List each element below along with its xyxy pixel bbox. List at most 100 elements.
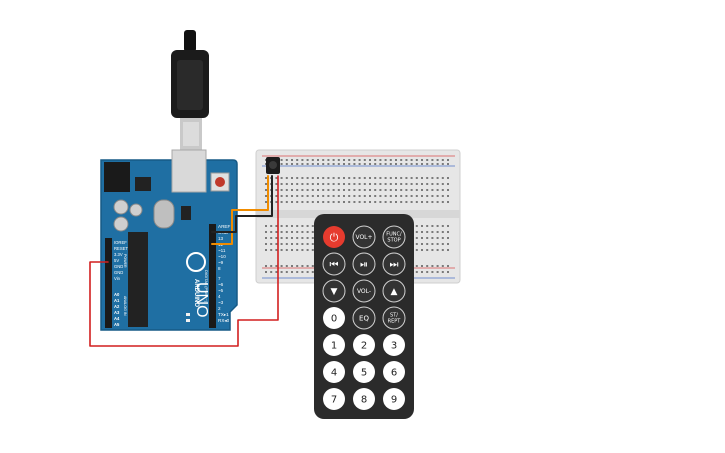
breadboard-hole[interactable]	[317, 201, 319, 203]
breadboard-hole[interactable]	[379, 183, 382, 185]
breadboard-hole[interactable]	[332, 195, 335, 197]
breadboard-hole[interactable]	[395, 163, 397, 165]
breadboard-hole[interactable]	[296, 159, 299, 161]
breadboard-hole[interactable]	[306, 159, 309, 161]
remote-button-st-rept[interactable]: ST/REPT	[382, 306, 406, 330]
remote-button-three-shape[interactable]	[383, 334, 405, 356]
breadboard-hole[interactable]	[379, 163, 382, 165]
remote-button-five[interactable]: 5	[353, 361, 375, 383]
breadboard-hole[interactable]	[426, 271, 429, 273]
breadboard-hole[interactable]	[280, 177, 283, 179]
breadboard-hole[interactable]	[384, 159, 387, 161]
breadboard-hole[interactable]	[327, 189, 330, 191]
breadboard-hole[interactable]	[426, 163, 429, 165]
breadboard-hole[interactable]	[280, 249, 283, 251]
remote-button-eight[interactable]: 8	[353, 388, 375, 410]
breadboard-hole[interactable]	[363, 201, 366, 203]
breadboard-hole[interactable]	[363, 163, 366, 165]
breadboard-hole[interactable]	[374, 177, 377, 179]
breadboard-hole[interactable]	[327, 201, 330, 203]
breadboard-hole[interactable]	[405, 201, 408, 203]
breadboard-hole[interactable]	[270, 231, 273, 233]
breadboard-hole[interactable]	[400, 189, 403, 191]
breadboard-hole[interactable]	[415, 195, 418, 197]
breadboard-hole[interactable]	[265, 237, 267, 239]
breadboard-hole[interactable]	[436, 237, 439, 239]
breadboard-hole[interactable]	[421, 271, 423, 273]
breadboard-hole[interactable]	[280, 189, 283, 191]
breadboard-hole[interactable]	[306, 183, 309, 185]
remote-button-power-shape[interactable]	[323, 226, 345, 248]
breadboard-hole[interactable]	[405, 159, 408, 161]
breadboard-hole[interactable]	[285, 225, 288, 227]
remote-button-down-shape[interactable]	[322, 279, 346, 303]
breadboard-hole[interactable]	[337, 201, 340, 203]
breadboard-hole[interactable]	[436, 163, 439, 165]
breadboard-hole[interactable]	[291, 177, 293, 179]
breadboard-hole[interactable]	[275, 177, 278, 179]
breadboard-hole[interactable]	[353, 189, 356, 191]
breadboard-hole[interactable]	[436, 271, 439, 273]
breadboard-hole[interactable]	[311, 271, 314, 273]
breadboard-hole[interactable]	[348, 177, 351, 179]
breadboard-hole[interactable]	[384, 163, 387, 165]
breadboard-hole[interactable]	[441, 195, 444, 197]
breadboard-hole[interactable]	[311, 231, 314, 233]
breadboard-hole[interactable]	[421, 265, 423, 267]
breadboard-hole[interactable]	[301, 225, 304, 227]
breadboard-hole[interactable]	[311, 237, 314, 239]
breadboard-hole[interactable]	[431, 237, 434, 239]
breadboard-hole[interactable]	[379, 189, 382, 191]
breadboard-hole[interactable]	[395, 183, 397, 185]
breadboard-hole[interactable]	[415, 249, 418, 251]
breadboard-hole[interactable]	[384, 183, 387, 185]
breadboard-hole[interactable]	[389, 201, 392, 203]
breadboard-hole[interactable]	[275, 189, 278, 191]
breadboard-hole[interactable]	[306, 201, 309, 203]
breadboard-hole[interactable]	[296, 195, 299, 197]
remote-button-play-pause-shape[interactable]	[352, 252, 376, 276]
breadboard-hole[interactable]	[415, 225, 418, 227]
breadboard-hole[interactable]	[311, 201, 314, 203]
breadboard-hole[interactable]	[265, 249, 267, 251]
breadboard-hole[interactable]	[405, 163, 408, 165]
remote-button-up-shape[interactable]	[382, 279, 406, 303]
breadboard-hole[interactable]	[431, 265, 434, 267]
breadboard-hole[interactable]	[415, 177, 418, 179]
breadboard-hole[interactable]	[421, 189, 423, 191]
remote-button-up[interactable]: ▲	[382, 279, 406, 303]
breadboard-hole[interactable]	[426, 237, 429, 239]
breadboard-hole[interactable]	[291, 265, 293, 267]
breadboard-hole[interactable]	[405, 195, 408, 197]
breadboard-hole[interactable]	[441, 249, 444, 251]
breadboard-hole[interactable]	[296, 163, 299, 165]
breadboard-hole[interactable]	[275, 183, 278, 185]
breadboard-hole[interactable]	[436, 231, 439, 233]
breadboard-hole[interactable]	[421, 201, 423, 203]
breadboard-hole[interactable]	[296, 237, 299, 239]
breadboard-hole[interactable]	[270, 225, 273, 227]
breadboard-hole[interactable]	[415, 189, 418, 191]
breadboard-hole[interactable]	[311, 189, 314, 191]
breadboard-hole[interactable]	[327, 195, 330, 197]
breadboard-hole[interactable]	[332, 177, 335, 179]
breadboard-hole[interactable]	[265, 231, 267, 233]
breadboard-hole[interactable]	[348, 163, 351, 165]
breadboard-hole[interactable]	[301, 237, 304, 239]
breadboard-hole[interactable]	[358, 163, 361, 165]
remote-button-one-shape[interactable]	[323, 334, 345, 356]
breadboard-hole[interactable]	[415, 183, 418, 185]
breadboard-hole[interactable]	[436, 195, 439, 197]
breadboard-hole[interactable]	[410, 177, 413, 179]
breadboard-hole[interactable]	[280, 201, 283, 203]
remote-button-two-shape[interactable]	[353, 334, 375, 356]
breadboard-hole[interactable]	[447, 195, 449, 197]
breadboard-hole[interactable]	[337, 159, 340, 161]
remote-button-one[interactable]: 1	[323, 334, 345, 356]
breadboard-hole[interactable]	[306, 249, 309, 251]
breadboard-hole[interactable]	[374, 183, 377, 185]
breadboard-hole[interactable]	[415, 201, 418, 203]
breadboard-hole[interactable]	[400, 159, 403, 161]
breadboard-hole[interactable]	[311, 159, 314, 161]
breadboard-hole[interactable]	[447, 189, 449, 191]
